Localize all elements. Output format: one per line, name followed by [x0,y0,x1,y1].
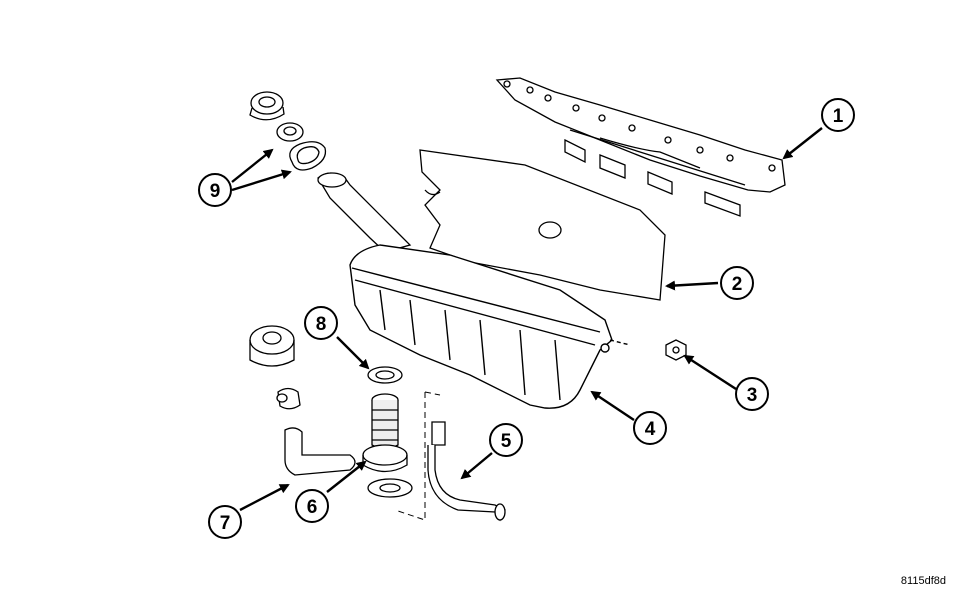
nut-part [665,339,687,361]
gasket-part [419,149,666,301]
callout-4-label: 4 [645,419,656,440]
leader-arrows [231,127,823,512]
callout-3: 3 [735,377,769,411]
callout-7: 7 [208,505,242,539]
callout-6: 6 [295,489,329,523]
filler-tube-part [317,172,412,253]
callout-7-label: 7 [220,513,231,534]
callout-6-label: 6 [307,497,318,518]
callout-2-label: 2 [732,274,743,295]
oil-pan-part [349,244,631,409]
callout-5-label: 5 [501,431,512,452]
callout-2: 2 [720,266,754,300]
dipstick-tube-part [427,421,506,522]
pickup-tube-part [249,325,356,476]
callout-9-label: 9 [210,181,221,202]
alignment-lines [394,391,441,521]
pickup-screen-part [362,393,413,498]
callout-1-label: 1 [833,106,844,127]
filler-cap-part [249,91,327,171]
figure-id: 8115df8d [900,575,946,587]
callout-9: 9 [198,173,232,207]
callout-5: 5 [489,423,523,457]
callout-3-label: 3 [747,385,758,406]
callout-8-label: 8 [316,314,327,335]
callout-1: 1 [821,98,855,132]
o-ring-part [367,366,403,384]
windage-tray-bracket-part [495,77,786,217]
callout-4: 4 [633,411,667,445]
callout-8: 8 [304,306,338,340]
